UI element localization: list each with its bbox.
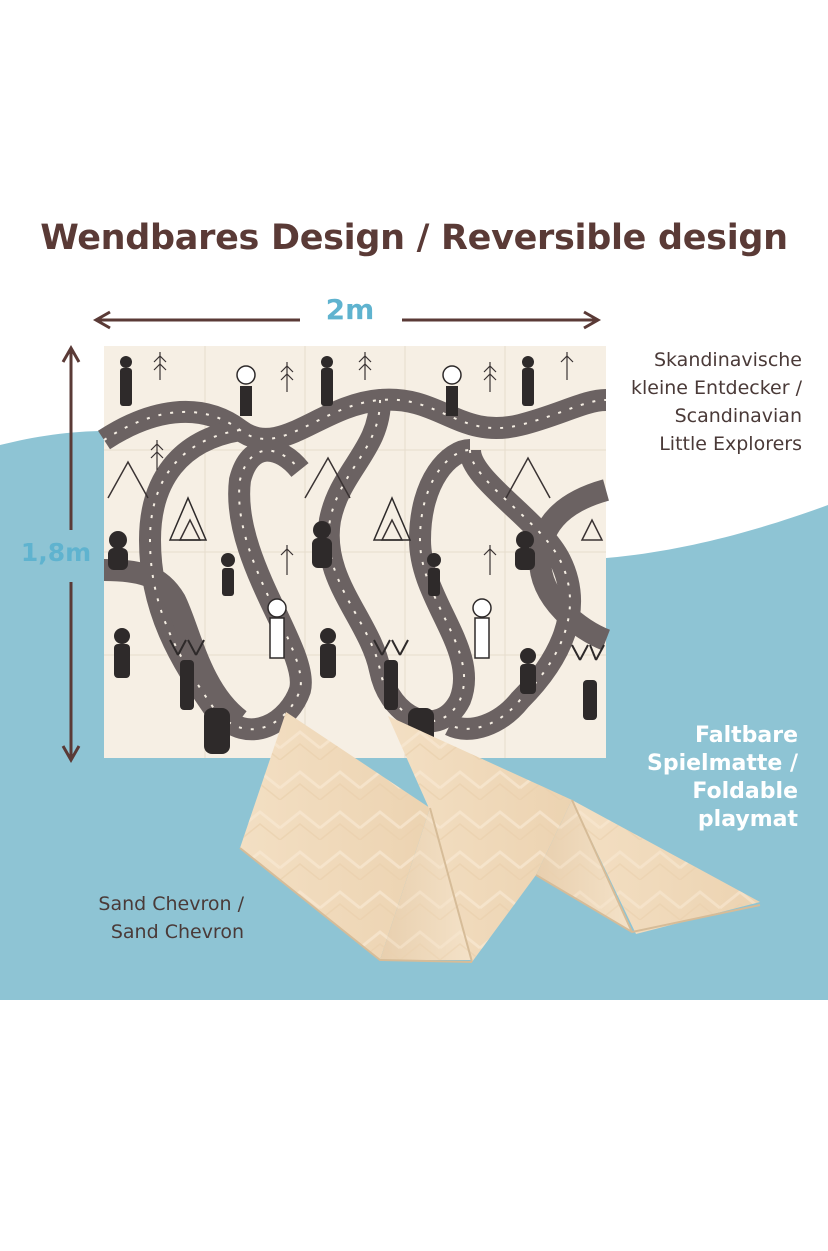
reverse-side-caption: Sand Chevron / Sand Chevron	[44, 890, 244, 946]
foldable-caption-line: playmat	[697, 807, 798, 832]
foldable-caption-line: Spielmatte /	[646, 751, 798, 776]
width-arrow	[92, 310, 602, 330]
pattern-caption-line: Little Explorers	[659, 433, 802, 455]
pattern-caption: Skandinavische kleine Entdecker / Scandi…	[562, 346, 802, 458]
height-dimension-label: 1,8m	[20, 538, 92, 567]
reverse-caption-line: Sand Chevron	[110, 921, 244, 943]
pattern-caption-line: Skandinavische	[653, 349, 802, 371]
printed-mat	[97, 346, 611, 758]
reverse-caption-line: Sand Chevron /	[98, 893, 244, 915]
folded-mat	[239, 712, 761, 963]
foldable-caption: Faltbare Spielmatte / Foldable playmat	[578, 722, 798, 834]
width-dimension-label: 2m	[325, 293, 375, 326]
foldable-caption-line: Faltbare	[694, 723, 798, 748]
page-title: Wendbares Design / Reversible design	[40, 218, 788, 258]
foldable-caption-line: Foldable	[692, 779, 798, 804]
pattern-caption-line: kleine Entdecker /	[631, 377, 802, 399]
height-arrow	[61, 344, 81, 764]
pattern-caption-line: Scandinavian	[674, 405, 802, 427]
